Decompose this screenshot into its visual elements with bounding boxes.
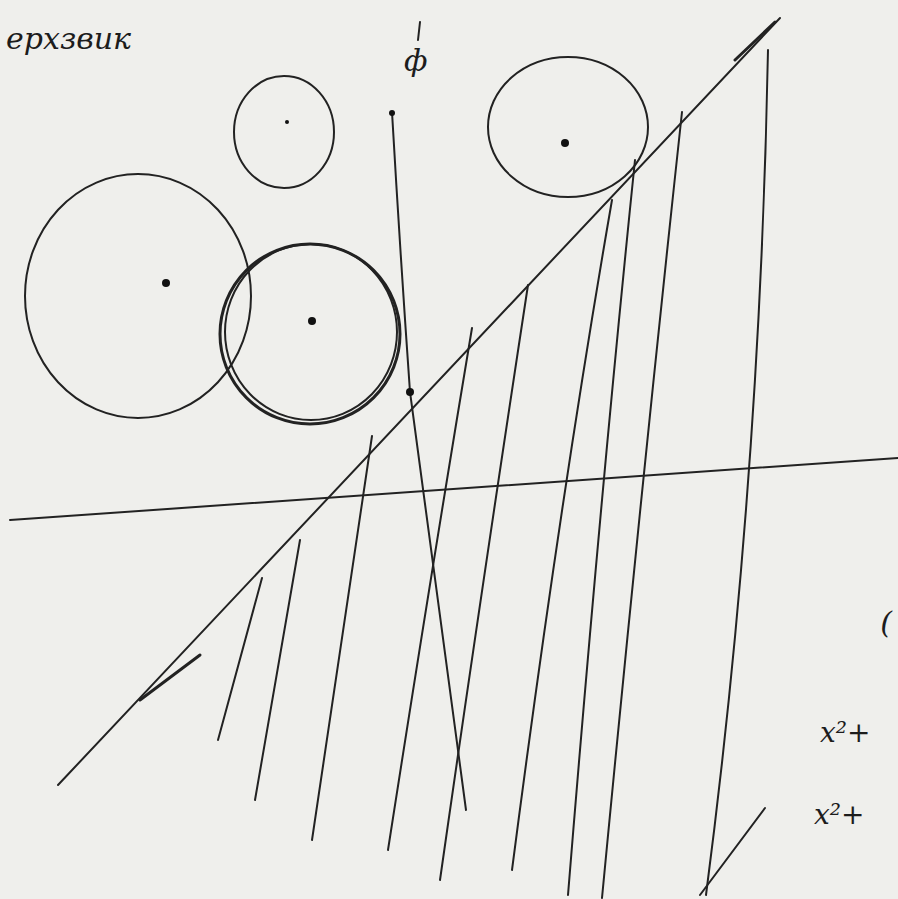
center-dot	[561, 139, 569, 147]
diagonal-line	[58, 18, 780, 785]
formula-fragment: x²+	[812, 800, 866, 831]
bracket-fragment: (	[878, 606, 894, 639]
handwritten-word: ерхзвик	[4, 22, 133, 55]
formula-fragment: x²+	[818, 718, 872, 749]
large-circle	[25, 174, 251, 418]
hatch-line	[388, 328, 472, 850]
hatch-line	[312, 436, 372, 840]
hatch-line	[218, 578, 262, 740]
intersection-dot	[406, 388, 414, 396]
hatch-line	[512, 200, 612, 870]
vertical-curve	[392, 112, 466, 810]
horizontal-axis	[10, 458, 898, 520]
tick-mark	[700, 808, 765, 895]
hatch-boundary	[706, 50, 768, 895]
bold-circle-stroke	[225, 244, 397, 420]
hatch-line	[255, 540, 300, 800]
hatch-line	[568, 160, 635, 895]
diagonal-overstroke	[140, 655, 200, 700]
end-dot	[389, 110, 395, 116]
center-dot	[285, 120, 289, 124]
hatch-line	[440, 285, 528, 880]
top-stroke	[418, 22, 420, 40]
bold-circle	[220, 244, 400, 424]
hatch-line	[602, 112, 682, 898]
symbol-label: ф	[402, 44, 429, 77]
center-dot	[162, 279, 170, 287]
small-circle	[234, 76, 334, 188]
right-circle	[488, 57, 648, 197]
center-dot	[308, 317, 316, 325]
diagonal-overstroke	[735, 22, 775, 60]
